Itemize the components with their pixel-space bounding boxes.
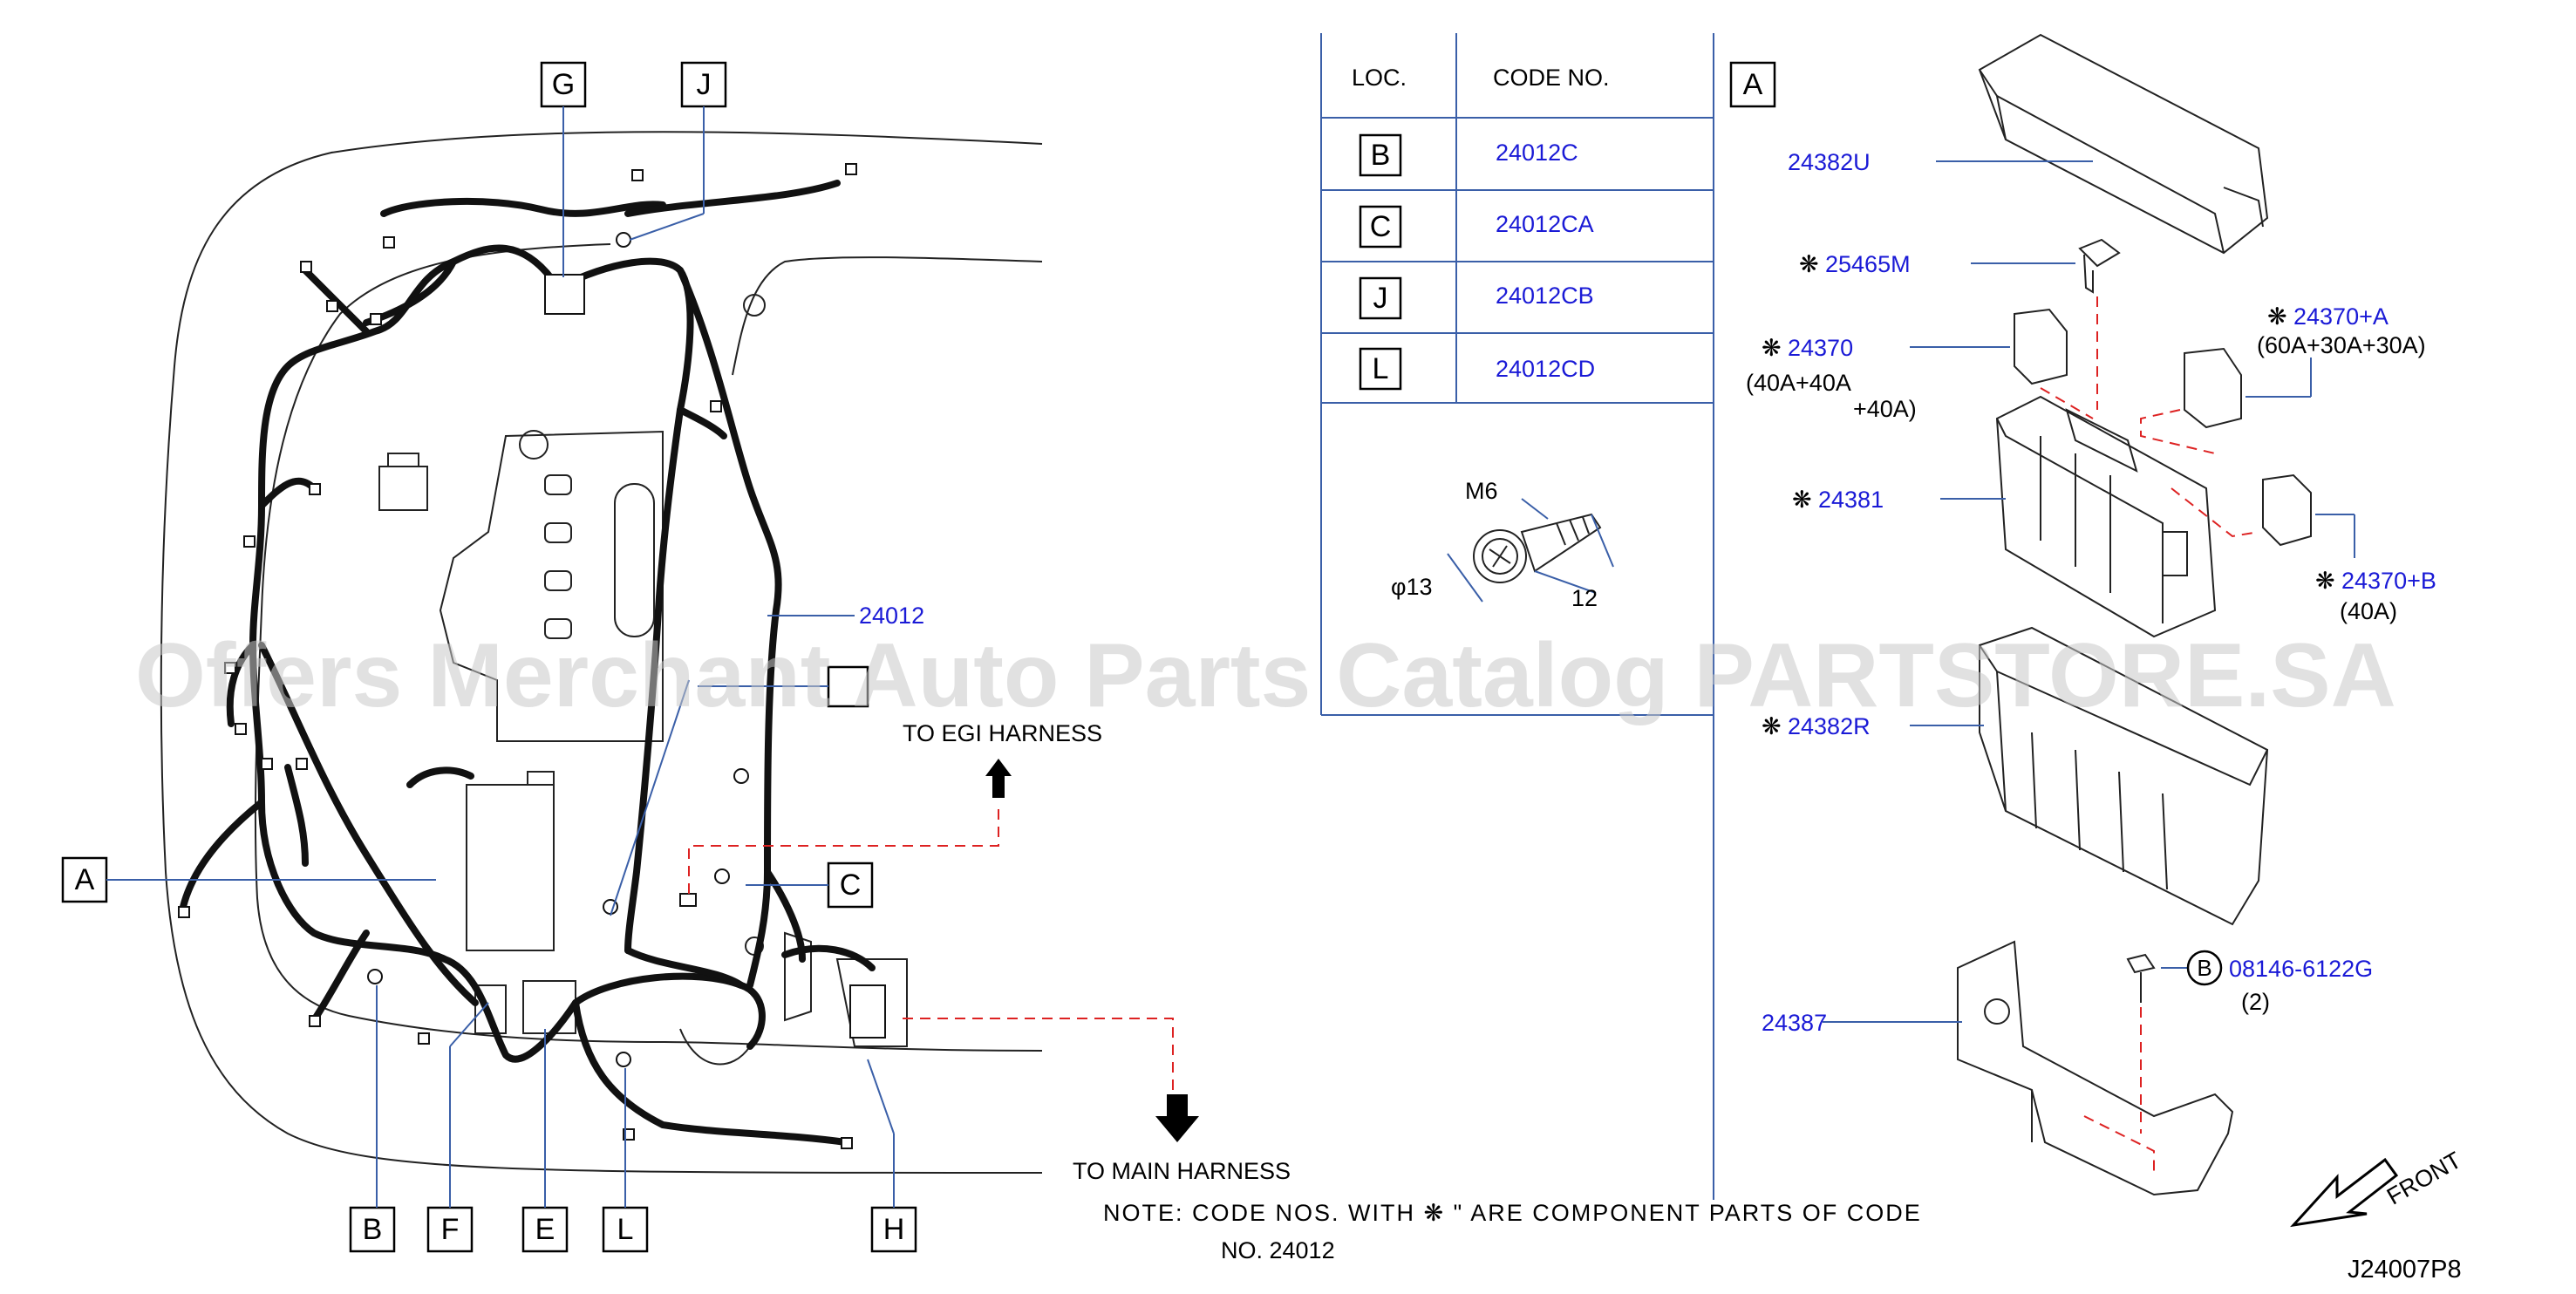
callout-b: B	[349, 985, 396, 1253]
part-24382R-lower-case: ❋ 24382R	[1762, 626, 2269, 926]
harness-24012	[180, 180, 876, 1146]
callout-a-left: A	[61, 856, 436, 903]
part-24382U-cover: 24382U	[1788, 33, 2269, 255]
svg-text:(2): (2)	[2241, 989, 2270, 1015]
to-egi-harness: TO EGI HARNESS	[688, 720, 1102, 894]
svg-text:(40A+40A: (40A+40A	[1746, 370, 1851, 396]
svg-text:J: J	[697, 68, 712, 101]
callout-j: J	[629, 61, 727, 241]
part-24387-bracket: 24387	[1762, 940, 2234, 1196]
front-arrow: FRONT	[2290, 1147, 2466, 1228]
table-code-b: 24012C	[1496, 140, 1578, 166]
svg-text:TO MAIN HARNESS: TO MAIN HARNESS	[1073, 1158, 1291, 1184]
svg-text:❋: ❋	[1792, 487, 1812, 513]
bolt-thread: M6	[1465, 478, 1498, 504]
svg-text:❋: ❋	[1799, 251, 1819, 277]
svg-text:B: B	[1371, 139, 1391, 172]
svg-text:24382R: 24382R	[1788, 713, 1871, 739]
code-table: LOC. CODE NO. B 24012C C 24012CA J 24012…	[1320, 33, 1714, 1200]
svg-text:❋: ❋	[1762, 335, 1782, 361]
svg-text:A: A	[75, 863, 95, 896]
callout-hidden-box	[698, 665, 869, 708]
svg-text:❋: ❋	[1762, 713, 1782, 739]
table-code-c: 24012CA	[1496, 211, 1594, 237]
bolt-diameter: φ13	[1391, 574, 1433, 600]
svg-text:L: L	[617, 1213, 634, 1246]
svg-text:24382U: 24382U	[1788, 149, 1871, 175]
svg-text:F: F	[441, 1213, 460, 1246]
svg-text:24387: 24387	[1762, 1010, 1827, 1036]
svg-text:❋: ❋	[2315, 568, 2335, 594]
svg-text:L: L	[1373, 352, 1389, 385]
svg-text:G: G	[552, 68, 575, 101]
svg-text:H: H	[883, 1213, 905, 1246]
svg-text:B: B	[363, 1213, 383, 1246]
svg-text:FRONT: FRONT	[2382, 1147, 2466, 1209]
svg-text:24370: 24370	[1788, 335, 1853, 361]
svg-text:B: B	[2197, 955, 2211, 981]
part-24381-fusebox: ❋ 24381	[1792, 395, 2259, 638]
bolt-length: 12	[1571, 585, 1598, 611]
svg-text:24370+A: 24370+A	[2293, 303, 2389, 330]
svg-text:24381: 24381	[1818, 487, 1884, 513]
to-main-harness: TO MAIN HARNESS	[903, 1018, 1291, 1184]
svg-text:08146-6122G: 08146-6122G	[2229, 956, 2373, 982]
svg-text:24370+B: 24370+B	[2341, 568, 2436, 594]
svg-text:24012: 24012	[859, 603, 924, 629]
table-code-j: 24012CB	[1496, 283, 1594, 309]
harness-connectors	[178, 163, 886, 1149]
table-head-code: CODE NO.	[1493, 65, 1610, 91]
callout-h: H	[867, 1059, 917, 1253]
note-line-2: NO. 24012	[1221, 1237, 1335, 1263]
callout-24012: 24012	[767, 603, 924, 629]
part-24370A-fuse: ❋ 24370+A (60A+30A+30A)	[2140, 303, 2426, 454]
part-24370B-fuse: ❋ 24370+B (40A)	[2262, 473, 2436, 624]
callout-e: E	[521, 1029, 569, 1253]
table-head-loc: LOC.	[1352, 65, 1407, 91]
bolt-drawing: M6 φ13 12	[1391, 478, 1614, 611]
svg-text:J: J	[1373, 282, 1388, 315]
table-code-l: 24012CD	[1496, 356, 1595, 382]
part-24370-fuse: ❋ 24370 (40A+40A +40A)	[1746, 308, 2094, 422]
note-line-1: NOTE: CODE NOS. WITH ❋ " ARE COMPONENT P…	[1103, 1200, 1922, 1226]
svg-text:TO EGI HARNESS: TO EGI HARNESS	[903, 720, 1102, 746]
callout-g: G	[540, 61, 587, 277]
svg-text:+40A): +40A)	[1853, 396, 1917, 422]
svg-text:C: C	[1370, 210, 1392, 243]
part-25465M-relay: ❋ 25465M	[1799, 238, 2121, 410]
svg-text:A: A	[1743, 68, 1763, 101]
svg-text:(40A): (40A)	[2340, 598, 2397, 624]
svg-text:25465M: 25465M	[1825, 251, 1911, 277]
part-bolt-08146: B 08146-6122G (2)	[2126, 950, 2373, 1134]
svg-text:(60A+30A+30A): (60A+30A+30A)	[2257, 332, 2426, 358]
callout-f: F	[426, 1002, 489, 1253]
callout-c: C	[746, 862, 874, 909]
diagram-id: J24007P8	[2348, 1256, 2462, 1284]
callout-l: L	[602, 679, 690, 1253]
watermark: Offers Merchant Auto Parts Catalog PARTS…	[135, 625, 2396, 726]
svg-text:C: C	[840, 868, 862, 902]
svg-text:E: E	[535, 1213, 555, 1246]
svg-text:❋: ❋	[2267, 303, 2287, 330]
section-a-box: A	[1729, 61, 1776, 108]
